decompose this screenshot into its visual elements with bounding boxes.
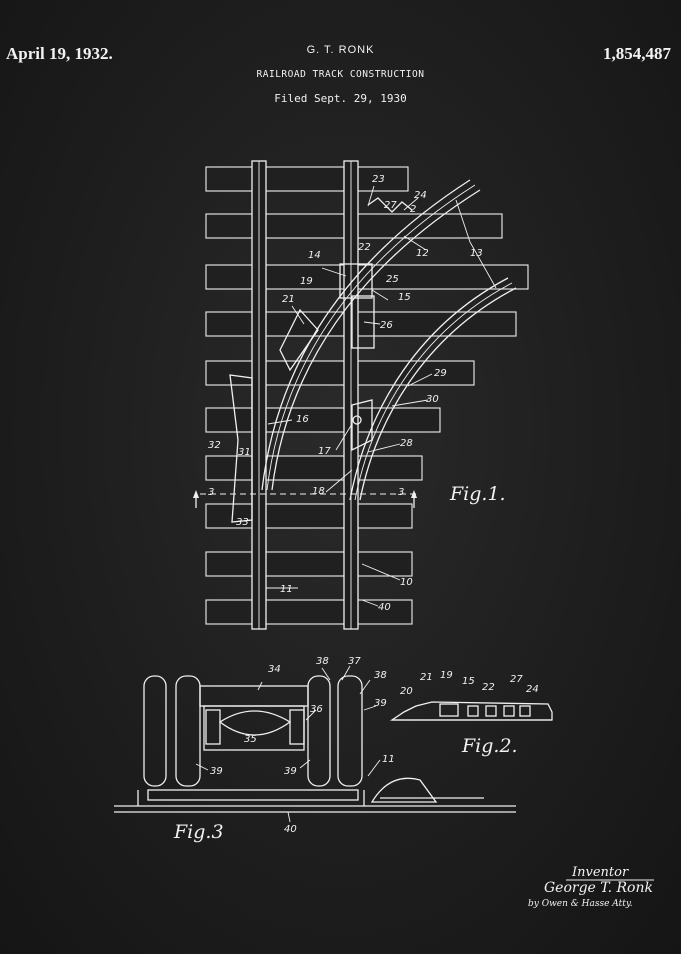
fig1-label: 40	[378, 602, 391, 613]
fig3-label: 34	[268, 664, 281, 675]
fig1-label: 33	[236, 517, 249, 528]
fig1-label: 18	[312, 486, 325, 497]
fig1-label: 29	[434, 368, 447, 379]
fig1-label: 30	[426, 394, 439, 405]
fig1-label: 12	[416, 248, 429, 259]
fig2-label: 20	[400, 686, 413, 697]
fig1-label: 11	[280, 584, 293, 595]
fig1-label: 15	[398, 292, 411, 303]
fig2-label: 27	[510, 674, 523, 685]
fig1-label: 31	[238, 447, 251, 458]
fig1-label: 23	[372, 174, 385, 185]
fig1-label: 24	[414, 190, 427, 201]
fig3-label: 38	[316, 656, 329, 667]
patent-title: RAILROAD TRACK CONSTRUCTION	[256, 69, 425, 80]
section-mark-right: 3	[398, 487, 404, 498]
fig1-label: 16	[296, 414, 309, 425]
signature-name: George T. Ronk	[544, 880, 653, 896]
fig1-label: 14	[308, 250, 321, 261]
fig3-label: 39	[284, 766, 297, 777]
fig2-label: 24	[526, 684, 539, 695]
fig1-drawing: 3 3	[193, 160, 529, 630]
filed-date: Filed Sept. 29, 1930	[274, 92, 407, 105]
fig3-label: 35	[244, 734, 257, 745]
fig1-label: 25	[386, 274, 399, 285]
fig1-curved-rails	[229, 179, 517, 523]
fig1-label: 28	[400, 438, 413, 449]
fig3-leader-lines	[195, 665, 381, 823]
fig1-reference-numerals: 23 24 27 2 12 13 22 14 19 25 15 21 26 29…	[208, 174, 483, 613]
fig3-label: 36	[310, 704, 323, 715]
fig1-label: 2	[410, 204, 416, 215]
fig1-section-line	[193, 490, 418, 508]
fig1-caption: Fig.1.	[449, 483, 506, 505]
fig3-label: 38	[374, 670, 387, 681]
fig1-label: 17	[318, 446, 331, 457]
fig2-drawing: 21 19 15 22 27 24 20 Fig.2.	[389, 670, 553, 757]
fig2-reference-numerals: 21 19 15 22 27 24 20	[400, 670, 539, 697]
fig1-label: 27	[384, 200, 397, 211]
fig3-label: 39	[374, 698, 387, 709]
fig2-label: 15	[462, 676, 475, 687]
fig3-reference-numerals: 34 38 37 38 39 36 35 39 39 11 40	[210, 656, 395, 835]
patent-date: April 19, 1932.	[6, 44, 113, 63]
fig2-caption: Fig.2.	[461, 735, 518, 757]
inventor-name: G. T. RONK	[306, 44, 375, 56]
fig2-label: 22	[482, 682, 495, 693]
fig3-label: 40	[284, 824, 297, 835]
section-mark-left: 3	[208, 487, 214, 498]
fig1-label: 26	[380, 320, 393, 331]
fig1-label: 21	[282, 294, 295, 305]
inventor-signature: Inventor George T. Ronk by Owen & Hasse …	[528, 865, 654, 909]
fig3-label: 39	[210, 766, 223, 777]
fig3-drawing: 34 38 37 38 39 36 35 39 39 11 40 Fig.3	[114, 656, 516, 843]
fig3-label: 11	[382, 754, 395, 765]
fig1-straight-rails	[251, 160, 359, 630]
fig2-label: 21	[420, 672, 433, 683]
fig3-caption: Fig.3	[173, 821, 224, 843]
fig1-label: 22	[358, 242, 371, 253]
fig1-label: 32	[208, 440, 221, 451]
fig1-label: 19	[300, 276, 313, 287]
fig2-label: 19	[440, 670, 453, 681]
patent-number: 1,854,487	[603, 44, 671, 63]
fig1-leader-lines	[266, 185, 497, 607]
signature-attorneys: by Owen & Hasse Atty.	[528, 899, 633, 909]
fig1-label: 10	[400, 577, 413, 588]
signature-heading: Inventor	[571, 865, 629, 880]
fig3-label: 37	[348, 656, 361, 667]
fig1-label: 13	[470, 248, 483, 259]
